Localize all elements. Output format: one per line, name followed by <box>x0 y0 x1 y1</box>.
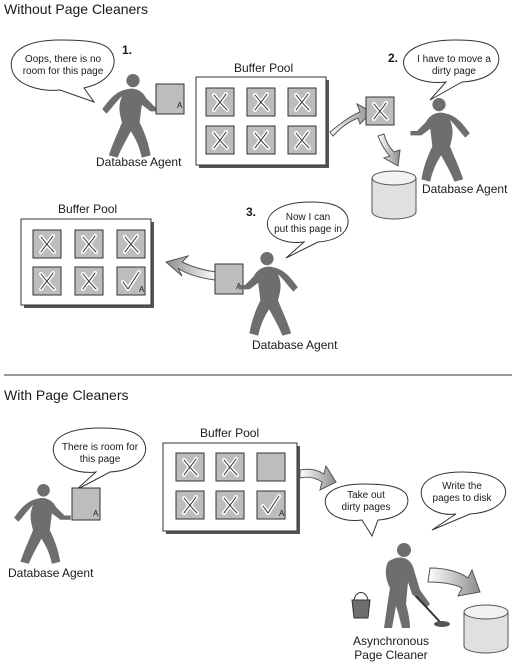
database-agent-figure-3 <box>238 252 298 336</box>
svg-text:room for this page: room for this page <box>23 66 104 77</box>
svg-text:A: A <box>139 285 145 294</box>
svg-text:this page: this page <box>80 454 121 465</box>
speech-bubble-take-out: Take out dirty pages <box>324 483 409 538</box>
svg-text:dirty pages: dirty pages <box>342 502 391 513</box>
svg-text:A: A <box>279 509 285 518</box>
database-agent-label-4: Database Agent <box>8 566 94 580</box>
page-cleaner-figure <box>351 543 450 628</box>
buffer-pool-3: A <box>162 442 300 534</box>
database-agent-label-2: Database Agent <box>422 182 508 196</box>
buffer-pool-title-1: Buffer Pool <box>234 61 293 75</box>
database-agent-label-3: Database Agent <box>252 338 338 352</box>
svg-text:There is room for: There is room for <box>62 442 139 453</box>
speech-bubble-now-put: Now I can put this page in <box>266 201 349 259</box>
arrow-to-disk-1 <box>377 133 401 167</box>
arrow-to-disk-2 <box>427 567 481 597</box>
step-number-2: 2. <box>388 51 398 65</box>
svg-text:Take out: Take out <box>347 490 385 501</box>
svg-text:put this page in: put this page in <box>274 224 342 235</box>
database-disk-1 <box>371 170 417 220</box>
database-agent-figure-4 <box>14 484 71 564</box>
speech-bubble-write-pages: Write the pages to disk <box>420 471 506 531</box>
svg-text:pages to disk: pages to disk <box>433 493 493 504</box>
database-agent-label-1: Database Agent <box>96 155 182 169</box>
svg-text:dirty page: dirty page <box>432 66 476 77</box>
section-title-without: Without Page Cleaners <box>4 1 148 17</box>
buffer-pool-title-3: Buffer Pool <box>200 426 259 440</box>
speech-bubble-oops: Oops, there is no room for this page <box>10 39 115 103</box>
step-number-1: 1. <box>122 43 132 57</box>
arrow-agent-to-pool <box>164 255 217 281</box>
incoming-page-1: A <box>155 83 185 115</box>
arrow-pool-to-cleaner <box>299 464 337 491</box>
database-agent-figure-1 <box>102 74 162 158</box>
async-cleaner-label-2: Page Cleaner <box>354 648 427 662</box>
section-title-with: With Page Cleaners <box>4 387 129 403</box>
step-number-3: 3. <box>246 205 256 219</box>
database-disk-2 <box>463 604 509 654</box>
incoming-page-4: A <box>71 487 101 521</box>
incoming-page-3: A <box>214 263 244 295</box>
svg-text:A: A <box>177 101 183 110</box>
buffer-pool-2: A <box>20 218 154 308</box>
svg-text:Oops, there is no: Oops, there is no <box>25 54 102 65</box>
database-agent-figure-2 <box>410 98 470 182</box>
async-cleaner-label-1: Asynchronous <box>353 634 429 648</box>
svg-text:A: A <box>93 509 99 518</box>
dirty-page-moved <box>364 95 396 127</box>
speech-bubble-move-dirty: I have to move a dirty page <box>403 39 500 101</box>
svg-text:Write the: Write the <box>442 481 482 492</box>
svg-text:I have to move a: I have to move a <box>417 54 491 65</box>
buffer-pool-title-2: Buffer Pool <box>58 202 117 216</box>
buffer-pool-1 <box>195 76 329 168</box>
svg-text:Now I can: Now I can <box>286 212 330 223</box>
speech-bubble-room: There is room for this page <box>52 427 146 491</box>
